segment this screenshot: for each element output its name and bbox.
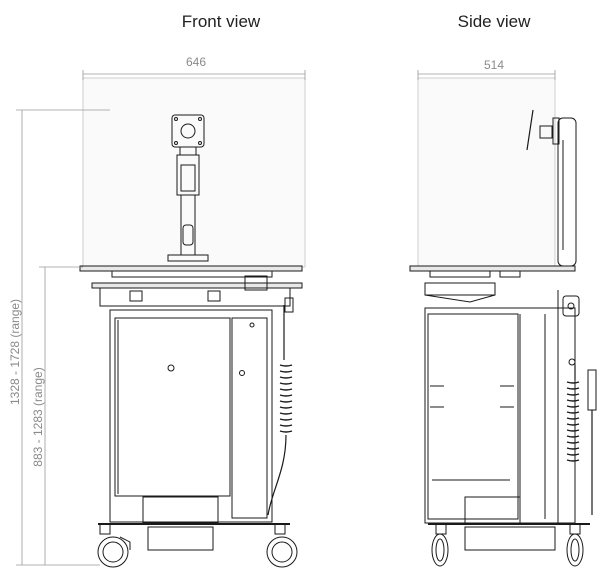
side-cabinet xyxy=(424,307,576,524)
door-lock xyxy=(167,364,175,372)
front-tabletop xyxy=(79,265,303,272)
side-monitor-pole xyxy=(557,117,577,267)
side-width-dimension: 514 xyxy=(417,58,556,80)
keyboard-tray xyxy=(91,282,303,289)
side-base-block xyxy=(464,526,556,551)
side-tabletop xyxy=(409,265,576,272)
front-cabinet xyxy=(109,309,273,523)
total-height-label: 1328 - 1728 (range) xyxy=(8,299,22,405)
front-width-dimension: 646 xyxy=(82,55,306,80)
caster-front-left xyxy=(97,536,129,568)
table-height-label: 883 - 1283 (range) xyxy=(31,367,45,466)
caster-side-right xyxy=(566,533,584,567)
side-handle xyxy=(562,295,580,317)
side-keyboard-tray xyxy=(424,282,496,296)
front-cabinet-door xyxy=(114,317,231,497)
side-view xyxy=(409,77,597,567)
side-view-title: Side view xyxy=(458,12,531,31)
side-width-label: 514 xyxy=(484,58,504,72)
front-view xyxy=(79,77,306,568)
side-coiled-cable xyxy=(566,381,580,462)
front-coiled-cable xyxy=(279,364,293,433)
side-envelope-box xyxy=(417,77,556,268)
caster-front-right xyxy=(266,536,298,568)
caster-side-left xyxy=(431,533,449,567)
front-base-block xyxy=(147,526,214,551)
front-view-title: Front view xyxy=(182,12,261,31)
front-envelope-box xyxy=(82,77,306,268)
front-width-label: 646 xyxy=(186,55,206,69)
height-dimensions xyxy=(16,109,110,566)
